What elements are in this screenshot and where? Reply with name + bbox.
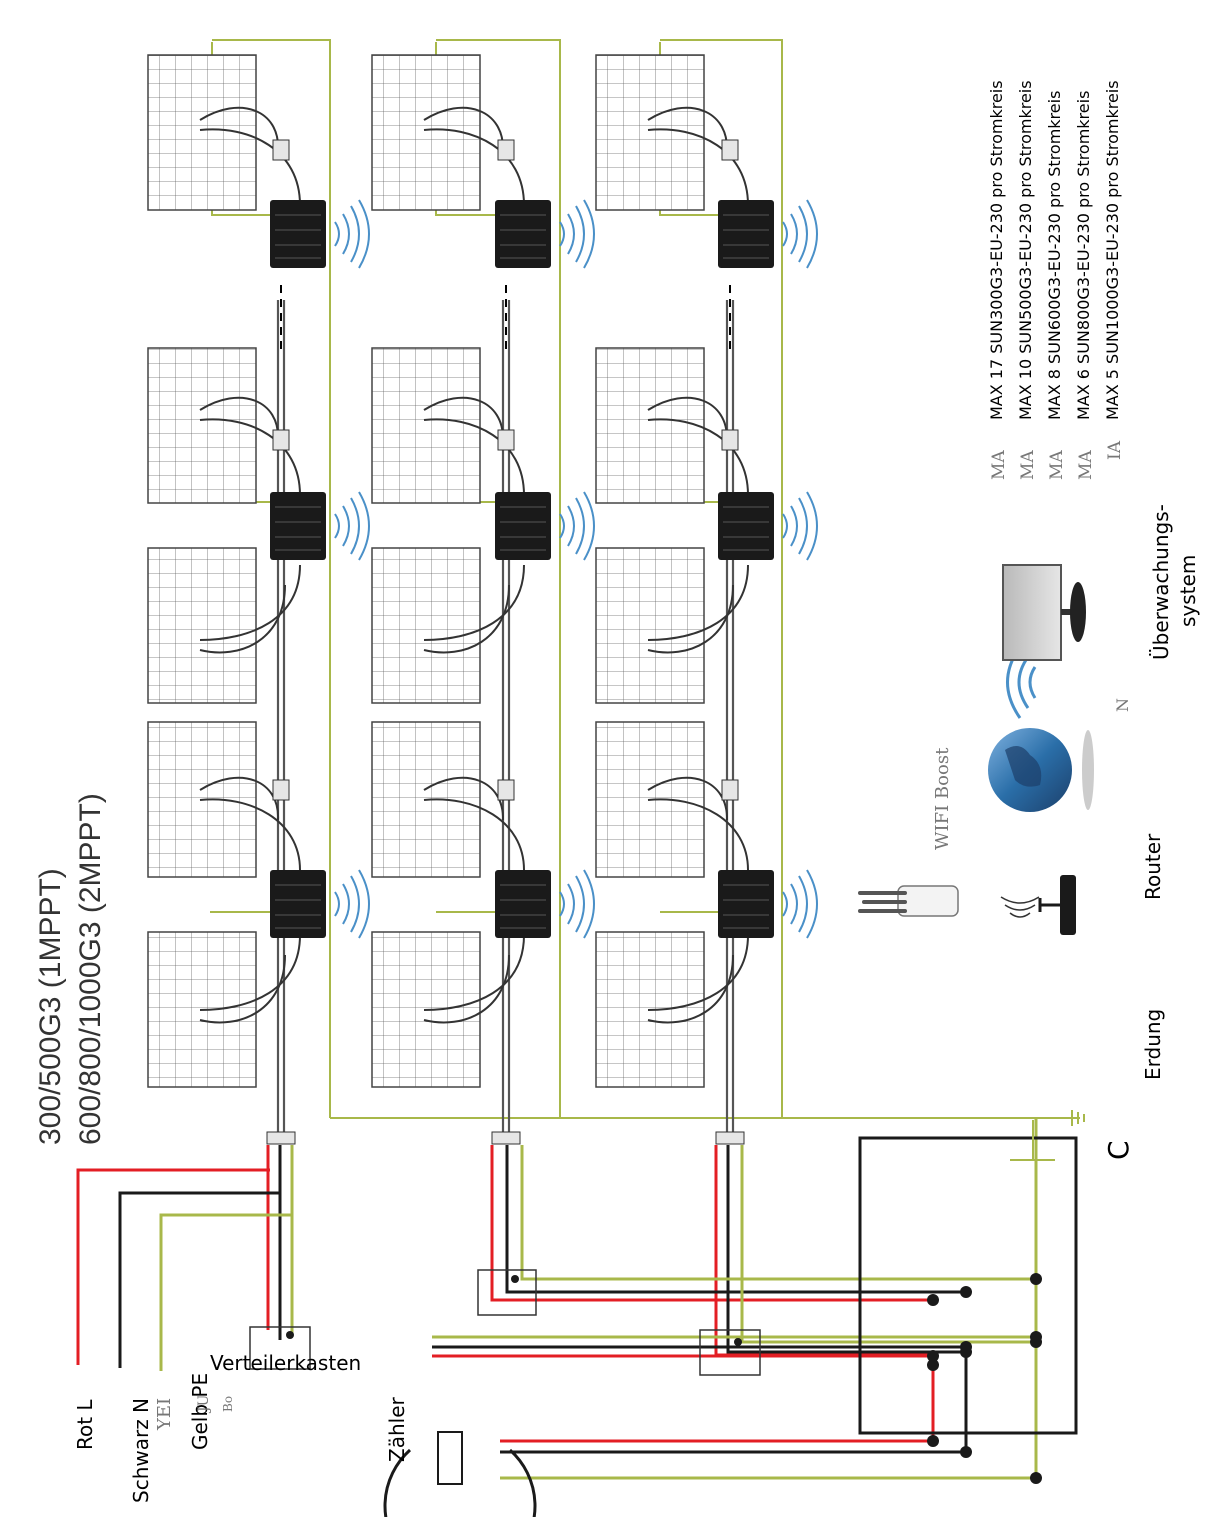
ac-red-lines (76, 1145, 935, 1443)
ma-fragment: IA (1105, 440, 1125, 460)
inverter-row-1 (270, 200, 326, 938)
ground-symbol (1010, 1120, 1055, 1161)
router-icon (1000, 875, 1076, 935)
ma-fragments: MA MA MA MA IA (989, 440, 1125, 480)
globe-icon (988, 728, 1094, 812)
solar-panel (147, 54, 705, 1088)
label-red-wire: Rot L (73, 1399, 97, 1450)
max-spec-item: MAX 8 SUN600G3-EU-230 pro Stromkreis (1045, 91, 1064, 420)
label-monitoring-2: system (1176, 555, 1200, 627)
wifi-booster-icon (858, 885, 959, 917)
inverter-fins (275, 214, 769, 929)
ac-black-lines (118, 1145, 968, 1454)
ma-fragment: MA (989, 450, 1009, 480)
max-spec-list: MAX 17 SUN300G3-EU-230 pro Stromkreis MA… (987, 80, 1122, 420)
ma-fragment: MA (1018, 450, 1038, 480)
label-black-wire: Schwarz N (129, 1398, 153, 1503)
ma-fragment: MA (1076, 450, 1096, 480)
max-spec-item: MAX 10 SUN500G3-EU-230 pro Stromkreis (1016, 80, 1035, 420)
micro-inverters (270, 200, 774, 938)
title-line-1: 300/500G3 (1MPPT) (34, 868, 67, 1145)
max-spec-item: MAX 17 SUN300G3-EU-230 pro Stromkreis (987, 80, 1006, 420)
junction-boxes (249, 1269, 761, 1376)
faint-n: N (1113, 698, 1132, 712)
title-line-2: 600/800/1000G3 (2MPPT) (74, 793, 107, 1145)
ground-crescent: C (1102, 1140, 1135, 1160)
earth-symbol (1071, 1110, 1085, 1126)
label-monitoring-1: Überwachungs- (1149, 504, 1173, 660)
label-router: Router (1141, 833, 1165, 900)
meter-symbol (383, 1431, 537, 1517)
mc4-connectors (266, 139, 745, 1145)
label-wifi-boost: WIFI Boost (932, 747, 953, 850)
label-ground: Erdung (1141, 1009, 1165, 1080)
ac-yellow-lines (159, 1118, 1038, 1480)
faint-ju: JU (196, 1394, 212, 1414)
dc-cables (199, 106, 749, 1024)
ma-fragment: MA (1047, 450, 1067, 480)
max-spec-item: MAX 6 SUN800G3-EU-230 pro Stromkreis (1074, 91, 1093, 420)
inverter-wifi-signals (334, 199, 818, 939)
junction-dots (286, 1273, 1042, 1484)
max-spec-item: MAX 5 SUN1000G3-EU-230 pro Stromkreis (1103, 80, 1122, 420)
inverter-row-3 (718, 200, 774, 938)
solar-panels (147, 54, 705, 1088)
distribution-board (858, 1136, 1078, 1435)
faint-bo: Bo (221, 1396, 235, 1412)
faint-yel: YEI (154, 1398, 175, 1431)
monitor-icon (1002, 564, 1086, 661)
label-distribution-box: Verteilerkasten (210, 1351, 361, 1375)
label-yellow-wire: Gelb PE (188, 1373, 212, 1450)
inverter-row-2 (495, 200, 551, 938)
dashed-continuation (280, 285, 731, 350)
label-meter: Zähler (385, 1397, 409, 1462)
